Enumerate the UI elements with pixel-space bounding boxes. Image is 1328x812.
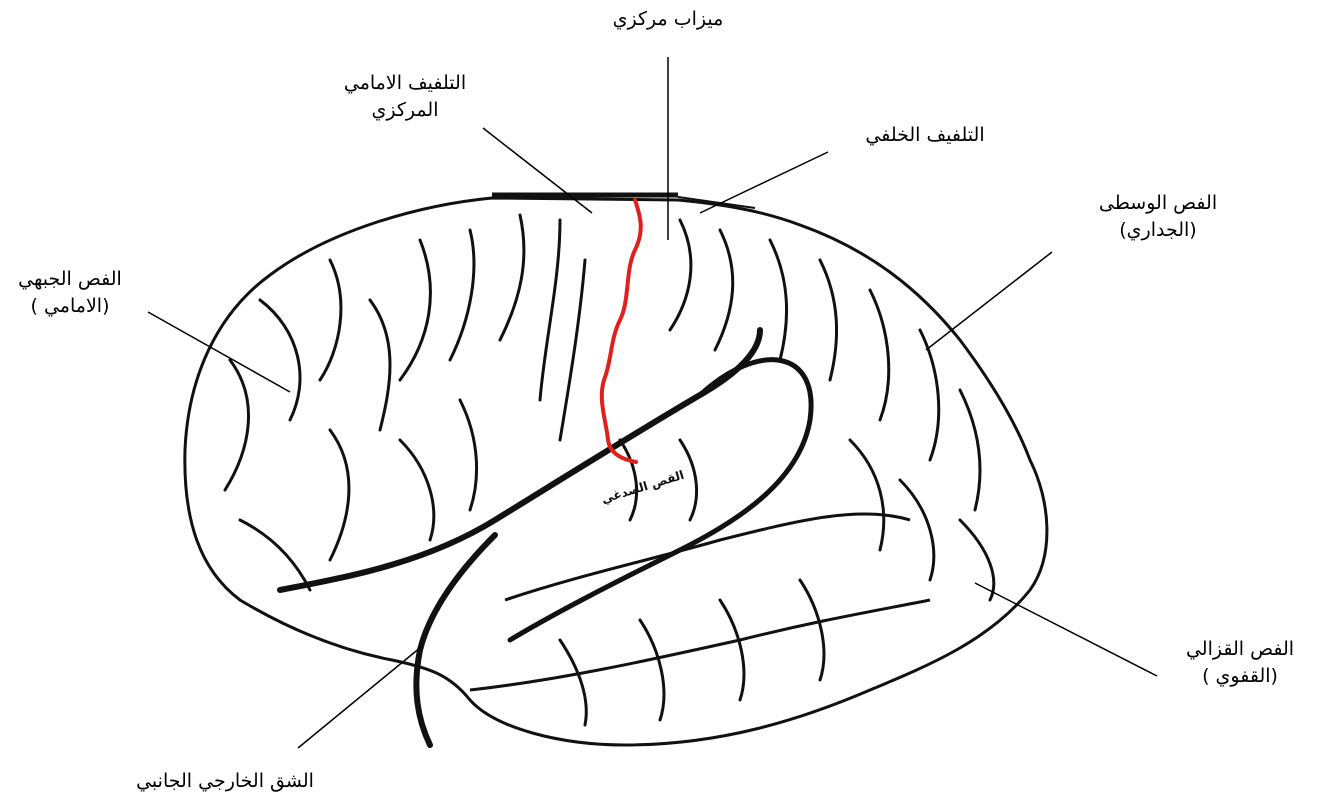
label-central-sulcus: ميزاب مركزي xyxy=(588,6,748,33)
label-parietal-lobe: الفص الوسطى (الجداري) xyxy=(1073,190,1243,244)
label-frontal-lobe: الفص الجبهي (الامامي ) xyxy=(0,266,140,320)
label-occipital-lobe: الفص القزالي (القفوي ) xyxy=(1160,636,1320,690)
label-precentral-gyrus: التلفيف الامامي المركزي xyxy=(322,70,488,124)
label-postcentral-gyrus: التلفيف الخلفي xyxy=(845,122,1005,149)
leader-occipital xyxy=(975,583,1157,676)
leader-lateral-fissure xyxy=(298,647,421,748)
leader-parietal xyxy=(926,252,1052,350)
leader-postcentral xyxy=(700,152,828,213)
label-lateral-fissure: الشق الخارجي الجانبي xyxy=(120,768,330,795)
brain-outline xyxy=(185,198,1047,745)
